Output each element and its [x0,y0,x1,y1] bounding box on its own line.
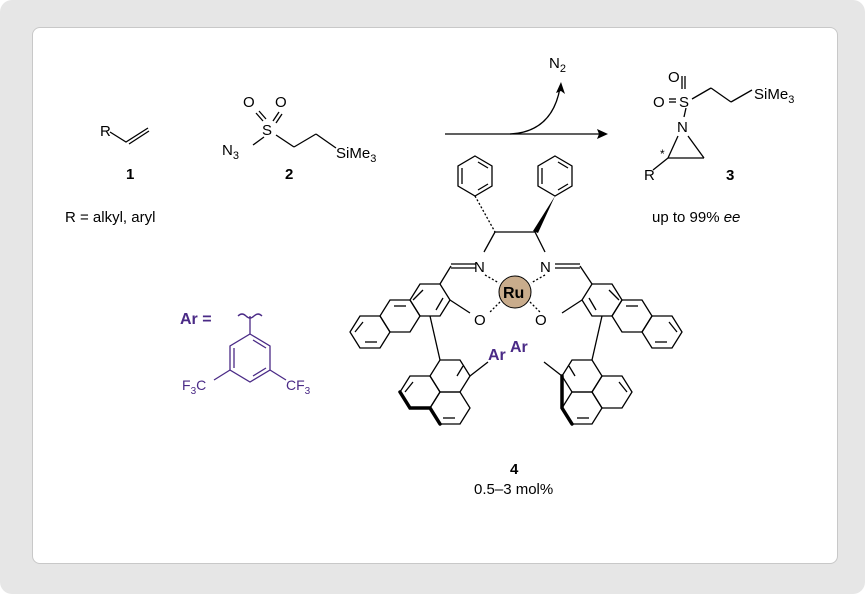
product-3-oxygen-top: O [668,69,680,86]
catalyst-nitrogen-right: N [540,259,551,276]
naphthalene-upper-left-c [349,315,391,349]
product-3-nitrogen: N [677,119,688,136]
product-3-ee: up to 99% ee [652,209,740,226]
product-3-sulfur: S [679,94,689,111]
alkene-double-bond [128,130,150,145]
naphthalene-upper-right-a [581,283,623,317]
naphthalene-upper-right-c [641,315,683,349]
reagent-1-footnote: R = alkyl, aryl [65,209,155,226]
aryl-ring [229,333,271,383]
naphthalene-lower-right-b [591,375,633,409]
naphthalene-upper-left-a [409,283,451,317]
ar-cf3-right: CF3 [286,377,311,397]
figure-panel [32,27,838,564]
ar-definition-label: Ar = [180,311,212,328]
ar-definition-ring [213,313,287,383]
reagent-1-r-label: R [100,123,111,140]
product-3-stereocenter: * [660,147,665,161]
nitrogen-byproduct: N2 [549,55,566,75]
catalyst-ar-right: Ar [510,339,528,356]
product-3-oxygen-left: O [653,94,665,111]
product-3-r-label: R [644,167,655,184]
naphthalene-lower-left-a [429,359,471,393]
reagent-2-sulfur: S [262,122,272,139]
reaction-arrow [445,82,608,139]
catalyst-number: 4 [510,461,519,478]
phenyl-ring-left [457,155,493,197]
naphthalene-upper-left-b [379,299,421,333]
ruthenium-center [498,275,532,309]
reagent-2-number: 2 [285,166,293,183]
catalyst-loading: 0.5–3 mol% [474,481,553,498]
ar-cf3-left: F3C [182,377,206,397]
catalyst-bold-bonds [398,374,574,426]
catalyst-oxygen-right: O [535,312,547,329]
catalyst-nitrogen-left: N [474,259,485,276]
reagent-1 [109,127,150,145]
product-3-number: 3 [726,167,734,184]
catalyst-ar-left: Ar [488,347,506,364]
catalyst-4 [349,155,683,425]
ruthenium-label: Ru [503,285,524,302]
reagent-2-azide: N3 [222,142,239,162]
reagent-2-oxygen-1: O [243,94,255,111]
naphthalene-lower-right-a [561,359,603,393]
naphthalene-upper-right-b [611,299,653,333]
reagent-2-oxygen-2: O [275,94,287,111]
product-3 [652,76,753,171]
reagent-1-number: 1 [126,166,134,183]
catalyst-oxygen-left: O [474,312,486,329]
reagent-2-sime3: SiMe3 [336,145,376,165]
product-3-sime3: SiMe3 [754,86,794,106]
phenyl-ring-right [537,155,573,197]
alkene-bond [109,127,149,143]
reagent-2 [252,110,337,149]
